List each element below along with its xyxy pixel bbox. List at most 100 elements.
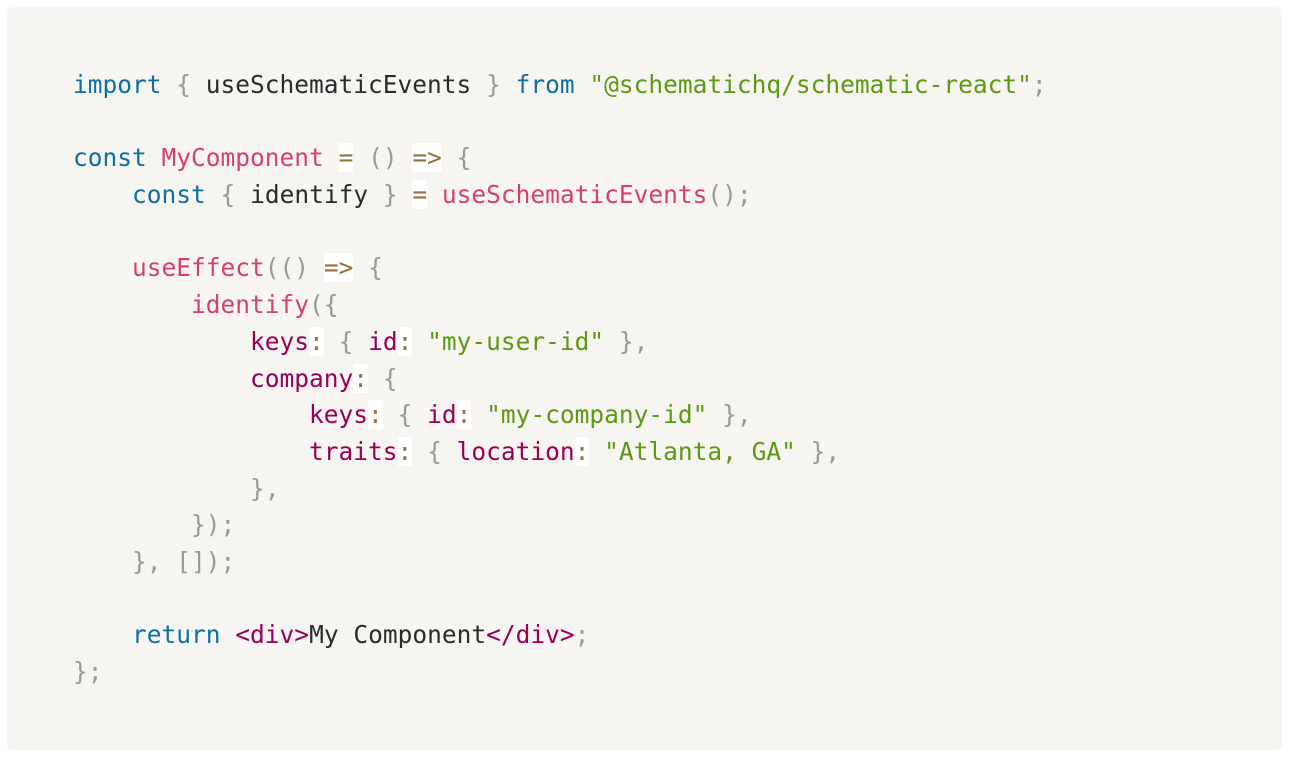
code-token xyxy=(324,143,339,172)
code-token xyxy=(73,290,191,319)
code-token: : xyxy=(397,436,413,466)
code-line: }, xyxy=(73,471,1282,508)
code-token: () xyxy=(368,143,398,173)
code-line: const MyComponent = () => { xyxy=(73,140,1282,177)
code-token xyxy=(707,400,722,429)
code-token: (); xyxy=(707,180,752,210)
code-line: import { useSchematicEvents } from "@sch… xyxy=(73,67,1282,104)
code-line: identify({ xyxy=(73,287,1282,324)
code-token xyxy=(147,143,162,172)
code-line: traits: { location: "Atlanta, GA" }, xyxy=(73,434,1282,471)
code-token: { xyxy=(397,400,413,430)
code-line: return <div>My Component</div>; xyxy=(73,617,1282,654)
code-token: id xyxy=(368,326,398,356)
code-token: }; xyxy=(73,657,103,686)
code-token xyxy=(796,437,811,466)
code-token: return xyxy=(132,620,221,650)
code-token: { xyxy=(176,70,192,99)
code-token: keys xyxy=(250,326,310,356)
code-token: = xyxy=(338,143,354,173)
code-token xyxy=(353,253,368,282)
code-token: : xyxy=(397,326,413,356)
code-token xyxy=(412,400,427,429)
code-token: { xyxy=(338,326,354,356)
code-line: const { identify } = useSchematicEvents(… xyxy=(73,177,1282,214)
code-line: keys: { id: "my-company-id" }, xyxy=(73,397,1282,434)
code-token xyxy=(73,547,132,576)
code-token xyxy=(162,547,177,576)
code-block: import { useSchematicEvents } from "@sch… xyxy=(7,7,1282,750)
code-token: My Component xyxy=(309,620,487,650)
code-token: const xyxy=(132,180,206,210)
code-content: import { useSchematicEvents } from "@sch… xyxy=(73,67,1282,691)
code-token xyxy=(73,253,132,282)
code-token: }, xyxy=(722,400,752,430)
code-line: keys: { id: "my-user-id" }, xyxy=(73,324,1282,361)
code-line: }, []); xyxy=(73,544,1282,581)
code-token: useSchematicEvents xyxy=(191,70,487,99)
code-token: const xyxy=(73,143,147,173)
code-token: { xyxy=(368,253,383,283)
code-token: "@schematichq/schematic-react" xyxy=(589,70,1032,99)
code-token xyxy=(604,327,619,356)
code-token xyxy=(442,437,457,466)
code-token xyxy=(353,143,368,172)
code-token: ; xyxy=(1031,70,1047,99)
code-line: company: { xyxy=(73,361,1282,398)
code-token: }, xyxy=(250,473,280,503)
code-token: { xyxy=(382,363,398,393)
code-token xyxy=(73,364,250,393)
code-token: "Atlanta, GA" xyxy=(604,436,796,466)
code-token: (() xyxy=(264,253,310,283)
code-token: { xyxy=(427,436,442,466)
code-token: : xyxy=(353,363,369,393)
code-token: { xyxy=(220,180,236,210)
code-token: }, xyxy=(810,436,841,466)
code-token: <div> xyxy=(235,620,310,650)
code-token xyxy=(442,143,457,172)
code-token xyxy=(398,180,413,209)
code-token xyxy=(73,327,250,356)
code-token xyxy=(73,620,132,649)
code-token xyxy=(73,400,309,429)
code-line xyxy=(73,104,1282,141)
code-token: traits xyxy=(309,436,398,466)
code-token xyxy=(398,143,413,172)
code-line: }; xyxy=(73,654,1282,691)
code-token xyxy=(368,364,383,393)
code-token: keys xyxy=(309,400,369,430)
code-token xyxy=(589,437,604,466)
code-token: } xyxy=(486,70,501,99)
code-token xyxy=(324,327,339,356)
code-line: useEffect(() => { xyxy=(73,250,1282,287)
code-token: }, xyxy=(618,326,649,356)
code-token: MyComponent xyxy=(161,143,324,173)
code-token xyxy=(309,253,324,282)
code-token xyxy=(73,510,191,539)
code-token: company xyxy=(250,363,354,393)
code-token: => xyxy=(412,143,442,173)
code-token xyxy=(501,70,516,99)
code-token: useEffect xyxy=(132,253,265,283)
code-token: ; xyxy=(574,620,590,650)
code-token xyxy=(73,474,250,503)
code-token: location xyxy=(456,436,575,466)
code-token xyxy=(412,437,427,466)
code-token: }); xyxy=(191,510,236,540)
code-token: : xyxy=(574,436,590,466)
code-token: from xyxy=(515,70,575,99)
code-line xyxy=(73,214,1282,251)
code-token: "my-company-id" xyxy=(486,400,708,430)
code-token xyxy=(427,180,442,209)
code-token xyxy=(383,400,398,429)
code-token xyxy=(73,180,132,209)
code-token: </div> xyxy=(486,620,575,650)
code-token: : xyxy=(456,400,472,430)
code-token: : xyxy=(368,400,383,430)
code-token xyxy=(471,400,486,429)
code-token: = xyxy=(412,180,428,210)
code-token: : xyxy=(309,326,324,356)
code-token xyxy=(575,70,590,99)
code-token: "my-user-id" xyxy=(427,326,605,356)
code-token xyxy=(412,327,427,356)
